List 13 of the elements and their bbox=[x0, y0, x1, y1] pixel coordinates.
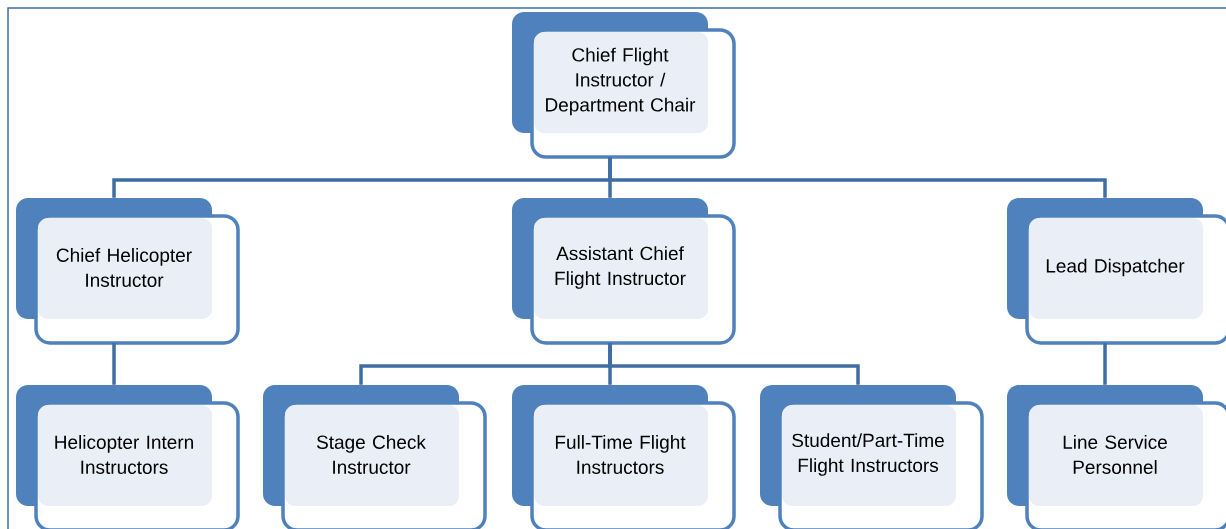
connector-line bbox=[608, 157, 1107, 198]
org-box: Assistant Chief Flight Instructor bbox=[512, 198, 736, 345]
org-box: Chief Flight Instructor / Department Chair bbox=[512, 12, 736, 159]
org-box: Helicopter Intern Instructors bbox=[16, 385, 240, 529]
org-box: Student/Part-Time Flight Instructors bbox=[760, 385, 984, 529]
connector-line bbox=[112, 343, 116, 385]
org-box: Lead Dispatcher bbox=[1007, 198, 1226, 345]
org-box: Line Service Personnel bbox=[1007, 385, 1226, 529]
org-box: Stage Check Instructor bbox=[263, 385, 487, 529]
connector-line bbox=[608, 343, 860, 385]
connector-line bbox=[1103, 343, 1107, 385]
org-box: Full-Time Flight Instructors bbox=[512, 385, 736, 529]
org-box: Chief Helicopter Instructor bbox=[16, 198, 240, 345]
